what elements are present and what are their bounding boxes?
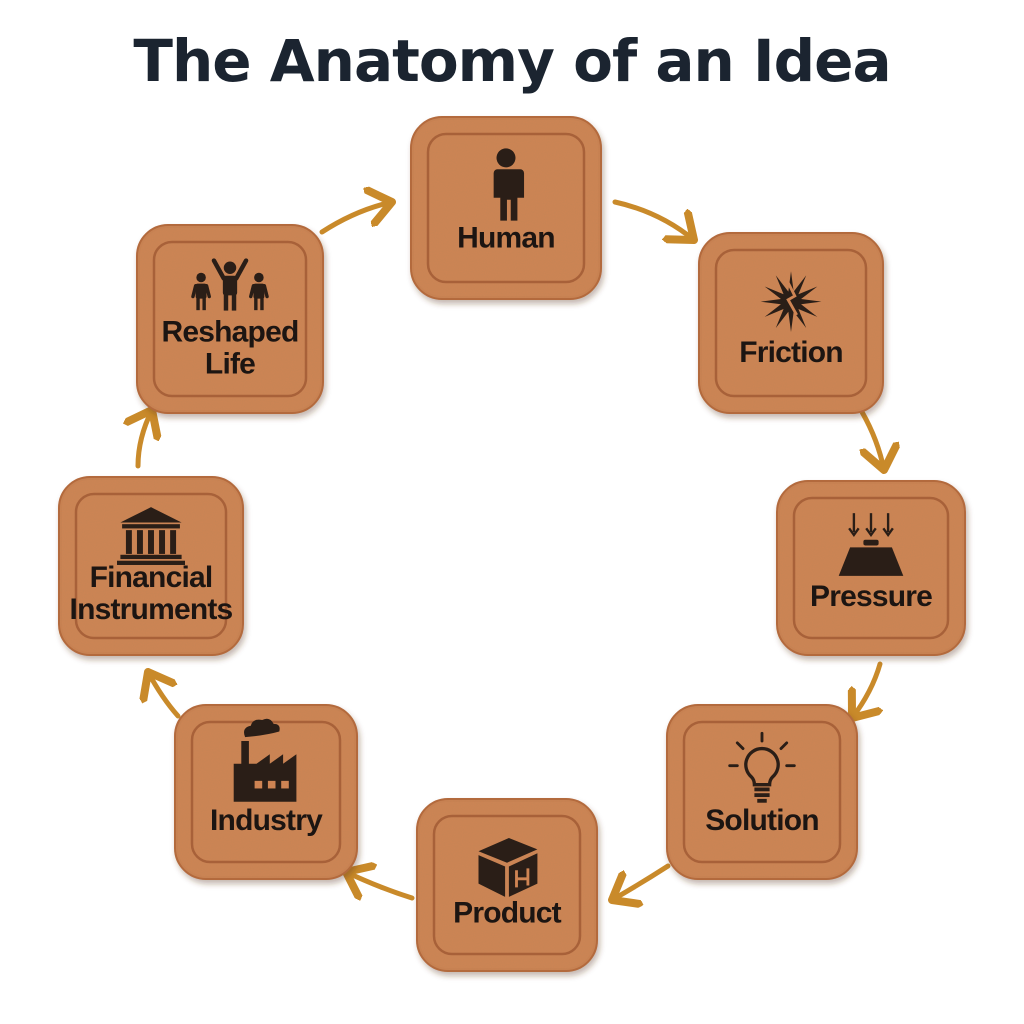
flow-arrow	[138, 410, 152, 469]
node-label: Pressure	[810, 580, 932, 613]
node-human: Human	[410, 116, 602, 300]
tile-inner-border	[714, 248, 868, 398]
node-friction: Friction	[698, 232, 884, 414]
flow-arrow	[346, 872, 415, 898]
flow-arrow	[319, 202, 392, 235]
node-industry: Industry	[174, 704, 358, 880]
node-pressure: Pressure	[776, 480, 966, 656]
node-label: Reshaped	[162, 315, 299, 348]
flow-arrow	[612, 863, 671, 900]
node-solution: Solution	[666, 704, 858, 880]
node-label: Human	[457, 222, 555, 255]
flow-arrow	[862, 409, 884, 470]
factory-icon	[233, 718, 297, 802]
node-label: Life	[205, 347, 255, 380]
node-label: Solution	[705, 804, 819, 837]
node-label: Product	[453, 896, 562, 929]
flow-arrows	[138, 202, 884, 900]
flow-arrow	[852, 661, 880, 718]
node-label: Friction	[739, 336, 843, 369]
flow-arrow	[612, 199, 694, 240]
node-label: Industry	[210, 804, 323, 837]
node-label: Financial	[90, 561, 213, 594]
spark-burst-icon	[760, 271, 822, 333]
box-icon	[478, 838, 538, 897]
tile-inner-border	[682, 720, 842, 864]
tile-inner-border	[152, 240, 308, 398]
lightbulb-icon	[728, 731, 796, 803]
diagram-title: The Anatomy of an Idea	[133, 27, 891, 95]
tile-inner-border	[432, 814, 582, 956]
bank-icon	[117, 507, 185, 565]
tile-inner-border	[792, 496, 950, 640]
node-label: Instruments	[70, 593, 233, 626]
tile-inner-border	[426, 132, 586, 284]
person-icon	[491, 148, 525, 221]
flow-arrow	[148, 672, 181, 719]
node-product: Product	[416, 798, 598, 972]
tile-inner-border	[74, 492, 228, 640]
people-group-icon	[191, 258, 269, 311]
weight-pressure-icon	[838, 513, 904, 576]
